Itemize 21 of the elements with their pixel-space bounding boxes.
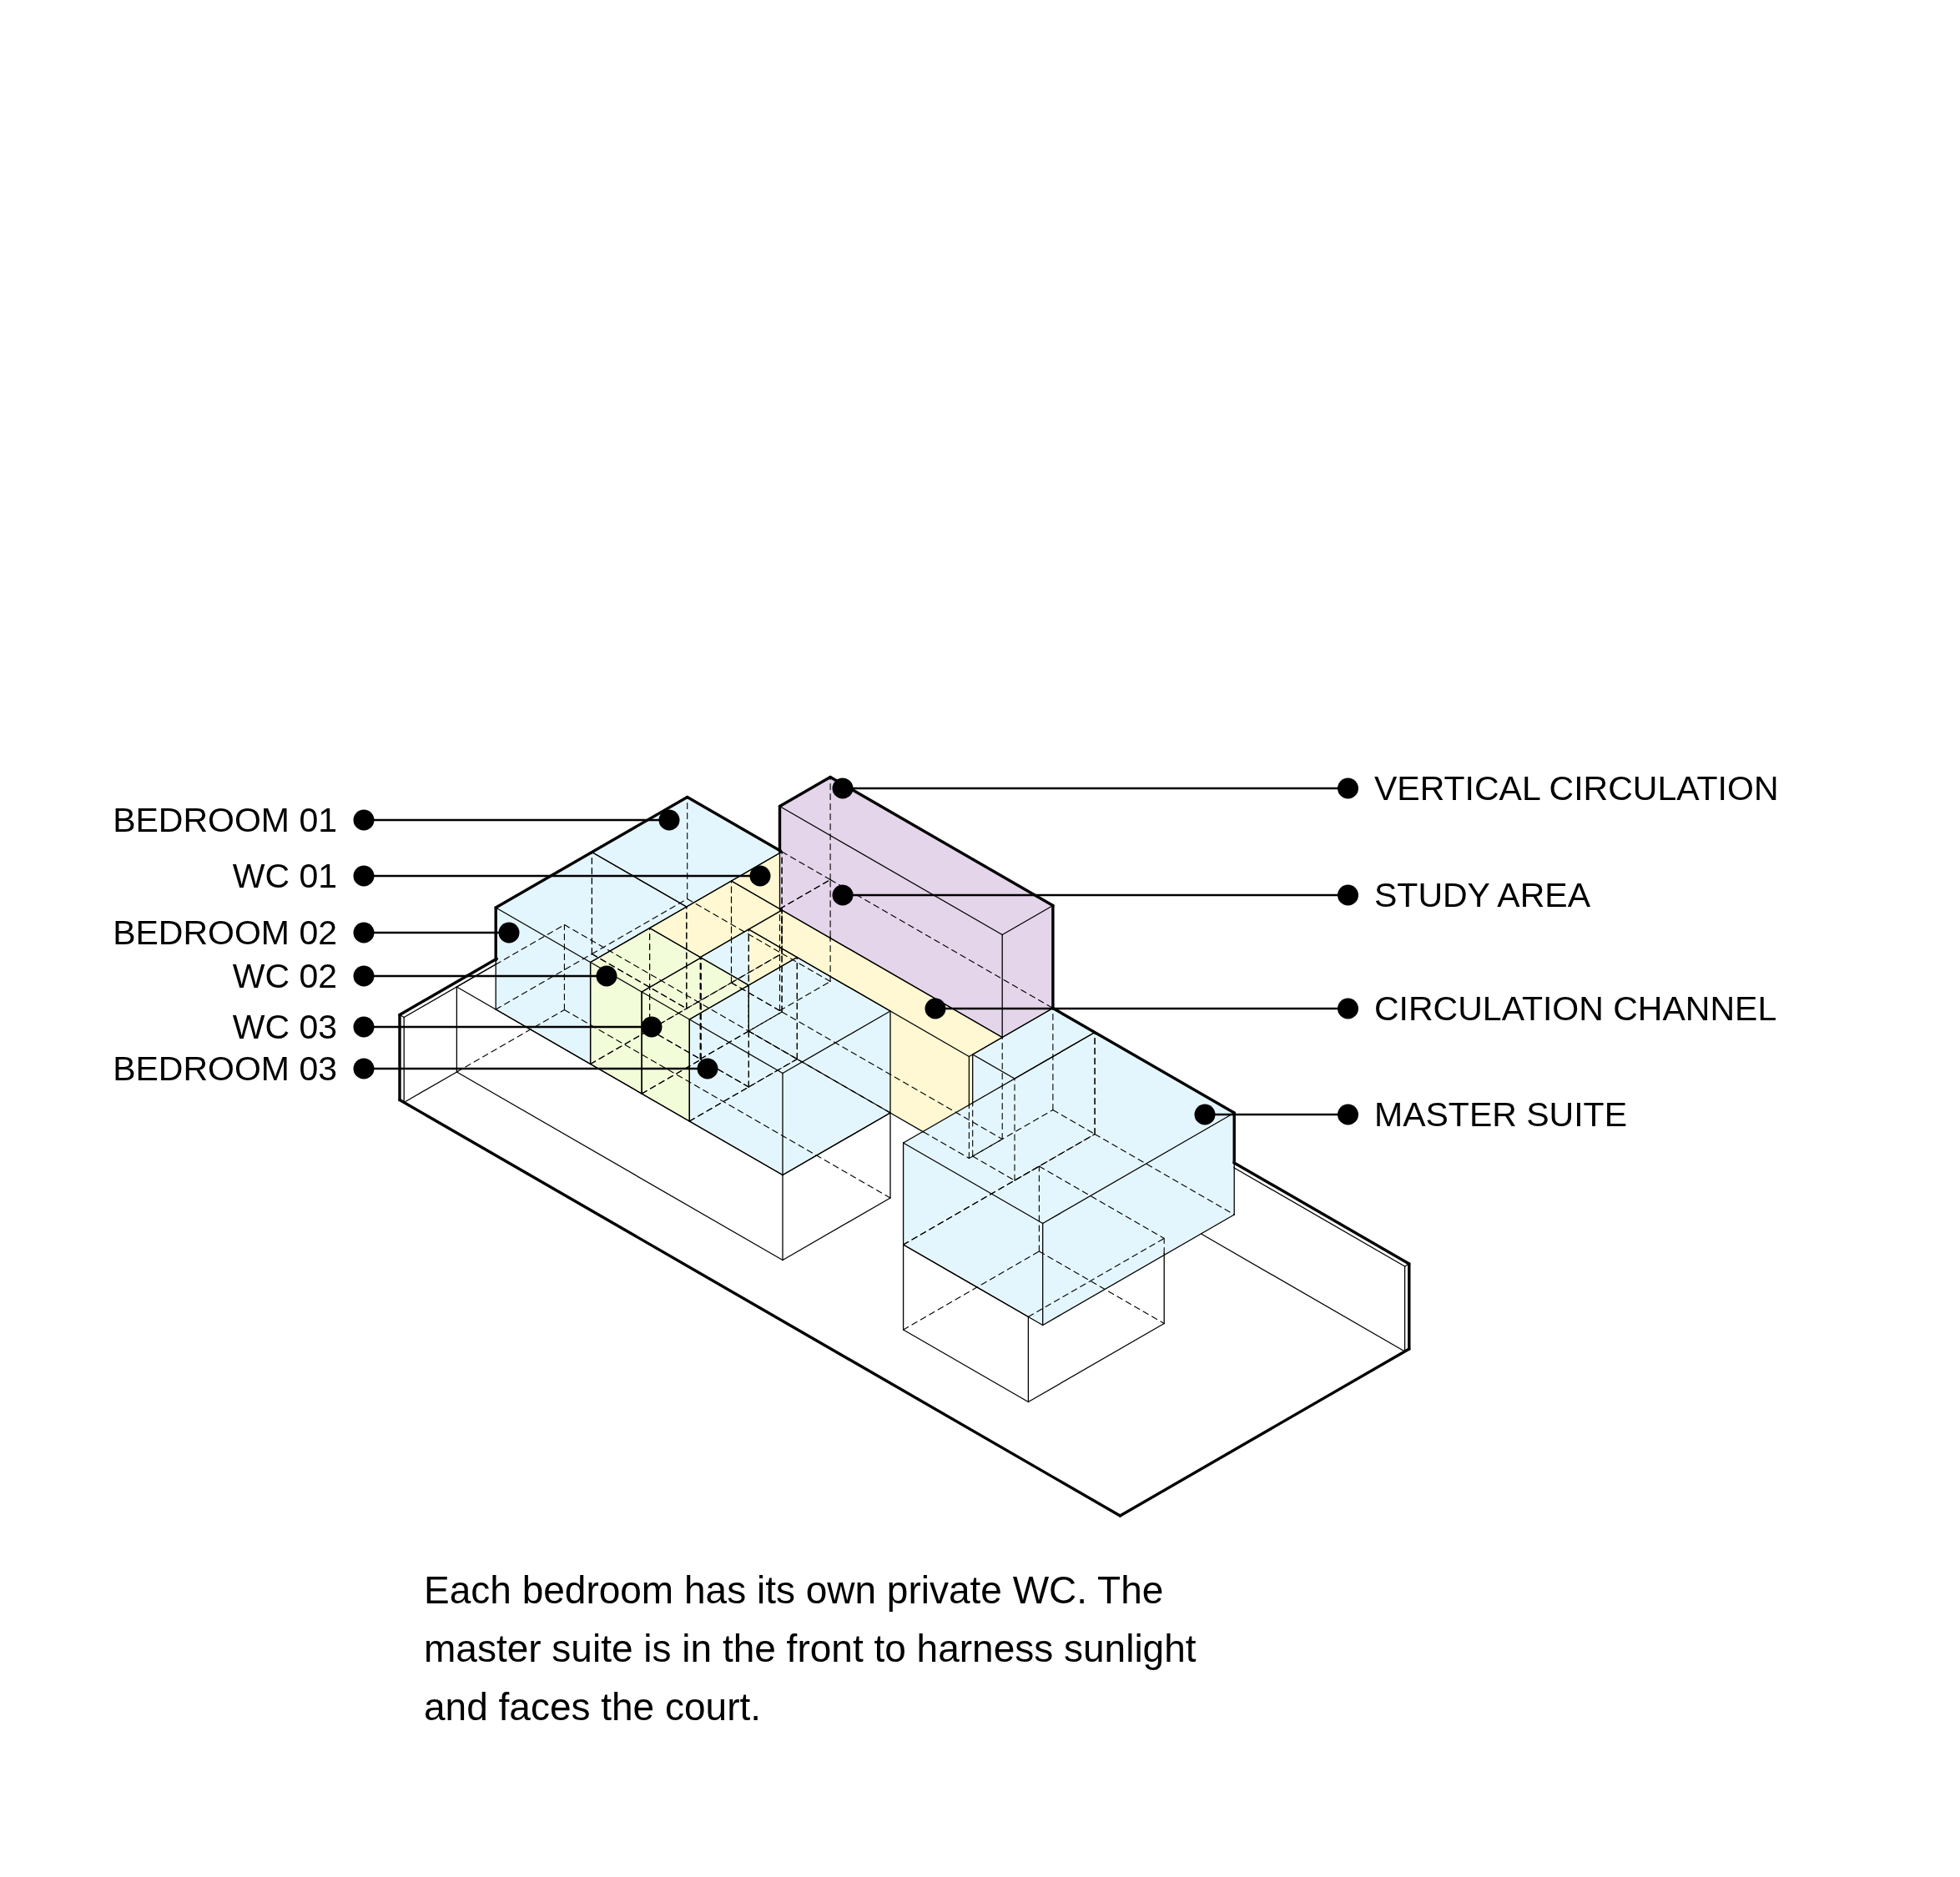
leader-line xyxy=(353,965,617,987)
leader-line xyxy=(353,1058,718,1079)
room-label: WC 01 xyxy=(232,859,337,893)
leader-line xyxy=(832,884,1358,906)
room-label: WC 03 xyxy=(232,1010,337,1044)
room-label: BEDROOM 02 xyxy=(113,916,337,950)
leader-line xyxy=(353,1016,663,1038)
caption-text: Each bedroom has its own private WC. The master suite is in the front to harness sunlight and faces the court. xyxy=(424,1568,1197,1730)
leader-line xyxy=(1194,1104,1358,1125)
leader-line xyxy=(353,865,771,887)
room-label: BEDROOM 01 xyxy=(113,803,337,838)
room-label: VERTICAL CIRCULATION xyxy=(1374,772,1779,806)
leader-line xyxy=(925,998,1358,1019)
room-label: BEDROOM 03 xyxy=(113,1052,337,1086)
room-label: CIRCULATION CHANNEL xyxy=(1374,992,1777,1026)
leader-line xyxy=(832,777,1358,799)
leader-line xyxy=(353,922,520,944)
room-label: STUDY AREA xyxy=(1374,878,1590,913)
leader-line xyxy=(353,809,680,831)
room-label: MASTER SUITE xyxy=(1374,1098,1627,1132)
room-label: WC 02 xyxy=(232,959,337,994)
